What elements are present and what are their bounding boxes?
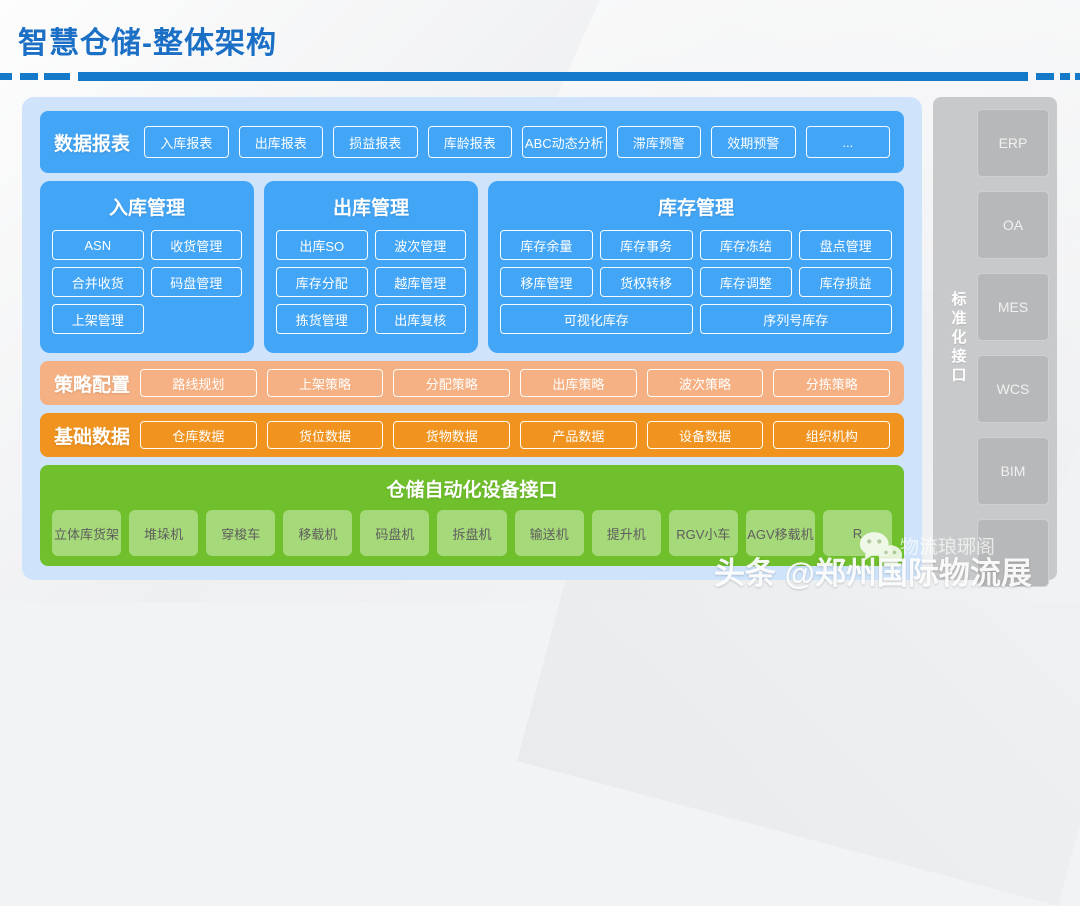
- report-chip-expiry-alert[interactable]: 效期预警: [711, 126, 796, 158]
- equipment-chip-lifter[interactable]: 提升机: [591, 510, 661, 556]
- strategy-chip-putaway[interactable]: 上架策略: [266, 369, 384, 397]
- outbound-chip-picking[interactable]: 拣货管理: [276, 304, 368, 334]
- inventory-chip-pnl[interactable]: 库存损益: [799, 267, 892, 297]
- panel-inventory-management: 库存管理 库存余量 库存事务 库存冻结 盘点管理 移库管理 货权转移 库存调整 …: [488, 181, 904, 353]
- inventory-chip-transaction[interactable]: 库存事务: [599, 230, 693, 260]
- inventory-chip-freeze[interactable]: 库存冻结: [699, 230, 793, 260]
- inventory-chip-balance[interactable]: 库存余量: [500, 230, 593, 260]
- report-chip-stock-age[interactable]: 库龄报表: [427, 126, 513, 158]
- equipment-chip-palletizer[interactable]: 码盘机: [360, 510, 430, 556]
- section-title-data-reports: 数据报表: [54, 133, 131, 155]
- outbound-chip-crossdock[interactable]: 越库管理: [374, 267, 466, 297]
- panel-title-outbound: 出库管理: [332, 198, 409, 219]
- inventory-chip-serialized[interactable]: 序列号库存: [699, 304, 892, 334]
- title-rule-bar: [78, 72, 1028, 81]
- system-chip-erp[interactable]: ERP: [977, 109, 1049, 177]
- section-management-panels: 入库管理 ASN 收货管理 合并收货 码盘管理 上架管理 出库管理 出库SO 波…: [40, 181, 904, 353]
- report-chip-pnl[interactable]: 损益报表: [333, 126, 418, 158]
- basedata-chip-product[interactable]: 产品数据: [520, 421, 637, 449]
- equipment-chip-rgv[interactable]: RGV小车: [668, 510, 738, 556]
- inbound-chip-putaway[interactable]: 上架管理: [52, 304, 144, 334]
- equipment-chip-agv[interactable]: AGV移载机: [745, 510, 815, 556]
- standard-interface-column: 标准化接口 ERP OA MES WCS BIM: [933, 97, 1057, 587]
- panel-outbound-management: 出库管理 出库SO 波次管理 库存分配 越库管理 拣货管理 出库复核: [264, 181, 478, 353]
- inventory-chip-ownership[interactable]: 货权转移: [599, 267, 693, 297]
- strategy-chip-sorting[interactable]: 分拣策略: [773, 369, 891, 397]
- section-title-strategy: 策略配置: [54, 374, 131, 396]
- outbound-chip-allocation[interactable]: 库存分配: [276, 267, 368, 297]
- section-title-base-data: 基础数据: [54, 426, 131, 448]
- inbound-chip-asn[interactable]: ASN: [52, 230, 144, 260]
- report-chip-inbound[interactable]: 入库报表: [144, 126, 229, 158]
- section-title-equipment: 仓储自动化设备接口: [386, 480, 558, 501]
- basedata-chip-goods[interactable]: 货物数据: [393, 421, 511, 449]
- title-rule: [0, 72, 1080, 81]
- equipment-chip-shuttle[interactable]: 穿梭车: [206, 510, 276, 556]
- inbound-chip-palletizing[interactable]: 码盘管理: [150, 267, 242, 297]
- strategy-chip-route[interactable]: 路线规划: [140, 369, 257, 397]
- title-rule-dash-5: [1060, 73, 1070, 80]
- title-rule-dash-6: [1075, 73, 1080, 80]
- section-base-data: 基础数据 仓库数据 货位数据 货物数据 产品数据 设备数据 组织机构: [40, 413, 904, 457]
- section-strategy-config: 策略配置 路线规划 上架策略 分配策略 出库策略 波次策略 分拣策略: [40, 361, 904, 405]
- page-title: 智慧仓储-整体架构: [18, 27, 277, 60]
- panel-title-inbound: 入库管理: [108, 198, 185, 219]
- equipment-chip-asrs-rack[interactable]: 立体库货架: [52, 510, 122, 556]
- strategy-chip-allocation[interactable]: 分配策略: [393, 369, 511, 397]
- report-chip-more[interactable]: ...: [805, 126, 891, 158]
- equipment-chip-transfer[interactable]: 移载机: [283, 510, 353, 556]
- basedata-chip-location[interactable]: 货位数据: [266, 421, 384, 449]
- report-chip-stagnation-alert[interactable]: 滞库预警: [616, 126, 702, 158]
- panel-title-inventory: 库存管理: [657, 198, 734, 219]
- equipment-list: 立体库货架 堆垛机 穿梭车 移载机 码盘机 拆盘机 输送机 提升机 RGV小车 …: [52, 510, 893, 556]
- inventory-chip-visual[interactable]: 可视化库存: [500, 304, 693, 334]
- title-rule-dash-1: [0, 73, 12, 80]
- title-rule-dash-4: [1036, 73, 1054, 80]
- report-chip-outbound[interactable]: 出库报表: [238, 126, 324, 158]
- inventory-chip-stocktake[interactable]: 盘点管理: [799, 230, 892, 260]
- system-chip-obscured[interactable]: [977, 519, 1049, 587]
- outbound-chip-wave[interactable]: 波次管理: [374, 230, 466, 260]
- strategy-chip-outbound[interactable]: 出库策略: [520, 369, 637, 397]
- inbound-chip-merge-receiving[interactable]: 合并收货: [52, 267, 144, 297]
- inventory-chip-adjust[interactable]: 库存调整: [699, 267, 793, 297]
- report-chip-abc[interactable]: ABC动态分析: [522, 126, 607, 158]
- external-systems-list: ERP OA MES WCS BIM: [975, 107, 1049, 587]
- system-chip-oa[interactable]: OA: [977, 191, 1049, 259]
- title-rule-dash-2: [20, 73, 38, 80]
- section-data-reports: 数据报表 入库报表 出库报表 损益报表 库龄报表 ABC动态分析 滞库预警 效期…: [40, 111, 904, 173]
- inventory-chip-move[interactable]: 移库管理: [500, 267, 593, 297]
- system-chip-bim[interactable]: BIM: [977, 437, 1049, 505]
- standard-interface-label: 标准化接口: [949, 291, 967, 386]
- equipment-chip-conveyor[interactable]: 输送机: [514, 510, 584, 556]
- equipment-chip-obscured[interactable]: R: [822, 510, 893, 556]
- outbound-chip-recheck[interactable]: 出库复核: [374, 304, 466, 334]
- system-chip-mes[interactable]: MES: [977, 273, 1049, 341]
- basedata-chip-warehouse[interactable]: 仓库数据: [140, 421, 257, 449]
- basedata-chip-equipment[interactable]: 设备数据: [646, 421, 764, 449]
- section-equipment-interface: 仓储自动化设备接口 立体库货架 堆垛机 穿梭车 移载机 码盘机 拆盘机 输送机 …: [40, 465, 904, 566]
- equipment-chip-depalletizer[interactable]: 拆盘机: [437, 510, 507, 556]
- title-area: 智慧仓储-整体架构: [0, 0, 1080, 88]
- outbound-chip-so[interactable]: 出库SO: [276, 230, 368, 260]
- system-chip-wcs[interactable]: WCS: [977, 355, 1049, 423]
- title-rule-dash-3: [44, 73, 70, 80]
- equipment-chip-stacker[interactable]: 堆垛机: [129, 510, 199, 556]
- panel-inbound-management: 入库管理 ASN 收货管理 合并收货 码盘管理 上架管理: [40, 181, 254, 353]
- inbound-chip-receiving[interactable]: 收货管理: [150, 230, 242, 260]
- strategy-chip-wave[interactable]: 波次策略: [646, 369, 764, 397]
- architecture-diagram: 数据报表 入库报表 出库报表 损益报表 库龄报表 ABC动态分析 滞库预警 效期…: [22, 97, 922, 580]
- basedata-chip-organization[interactable]: 组织机构: [773, 421, 891, 449]
